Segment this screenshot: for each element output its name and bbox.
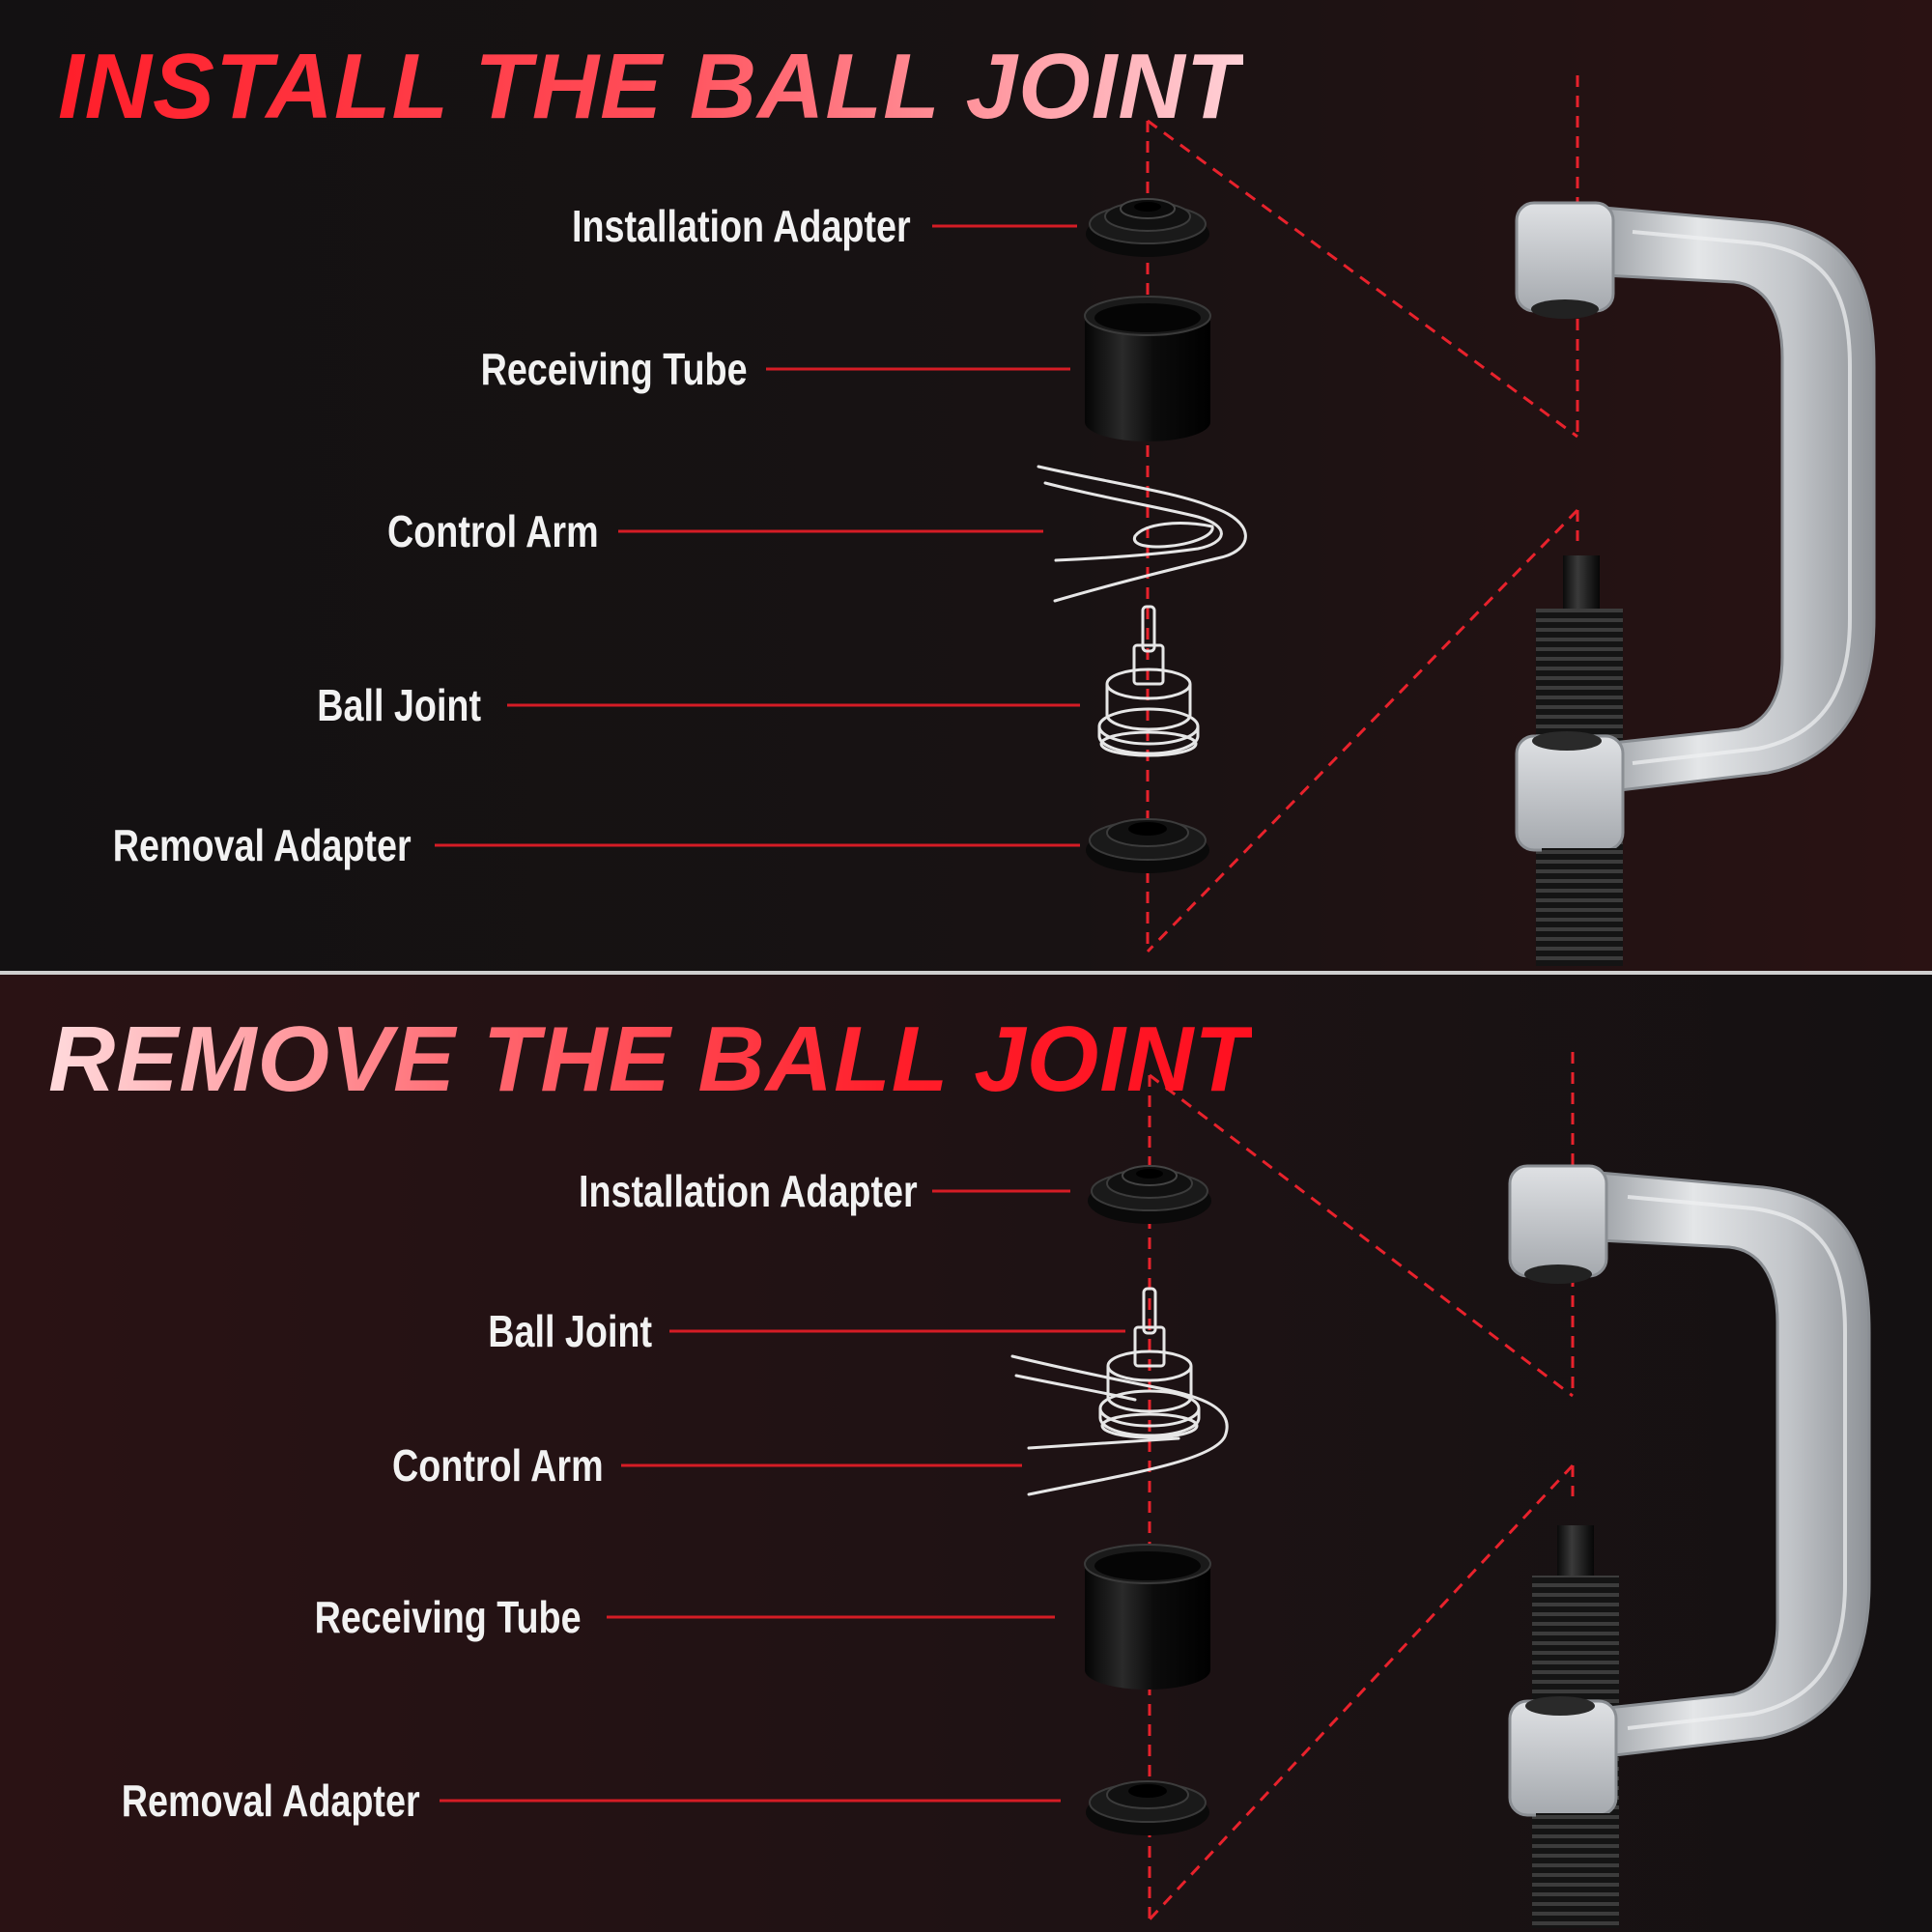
removal-adapter-icon xyxy=(1086,818,1209,873)
install-label-control-arm: Control Arm xyxy=(387,506,599,556)
installation-adapter-icon xyxy=(1086,198,1209,257)
install-label-ball-joint: Ball Joint xyxy=(317,680,481,730)
ball-joint-icon xyxy=(1098,1287,1201,1439)
receiving-tube-icon xyxy=(1084,1544,1211,1690)
install-diagram-art xyxy=(435,75,1876,966)
install-leader-lines xyxy=(435,224,1080,847)
installation-adapter-icon xyxy=(1088,1165,1211,1224)
c-frame-press-icon xyxy=(1508,1164,1871,1928)
remove-label-removal-adapter: Removal Adapter xyxy=(122,1776,420,1826)
panel-divider xyxy=(0,971,1932,975)
install-label-receiving-tube: Receiving Tube xyxy=(481,344,748,394)
control-arm-icon xyxy=(1010,1354,1229,1496)
receiving-tube-icon xyxy=(1084,296,1211,441)
install-dashed-guides xyxy=(1146,75,1579,953)
install-panel: INSTALL THE BALL JOINT Installation Adap… xyxy=(0,0,1932,971)
remove-label-ball-joint: Ball Joint xyxy=(488,1306,652,1356)
remove-diagram-art xyxy=(440,1052,1871,1928)
install-label-installation-adapter: Installation Adapter xyxy=(572,201,911,251)
remove-label-control-arm: Control Arm xyxy=(392,1440,604,1491)
remove-panel: REMOVE THE BALL JOINT Installation Adapt… xyxy=(0,975,1932,1932)
removal-adapter-icon xyxy=(1086,1780,1209,1835)
install-title: INSTALL THE BALL JOINT xyxy=(58,35,1244,138)
c-frame-press-icon xyxy=(1515,201,1876,966)
remove-leader-lines xyxy=(440,1189,1125,1803)
ball-joint-icon xyxy=(1097,605,1200,757)
remove-label-receiving-tube: Receiving Tube xyxy=(315,1592,582,1642)
control-arm-icon xyxy=(1037,465,1247,603)
remove-label-installation-adapter: Installation Adapter xyxy=(579,1166,918,1216)
remove-title: REMOVE THE BALL JOINT xyxy=(48,1008,1252,1111)
install-label-removal-adapter: Removal Adapter xyxy=(113,820,412,870)
